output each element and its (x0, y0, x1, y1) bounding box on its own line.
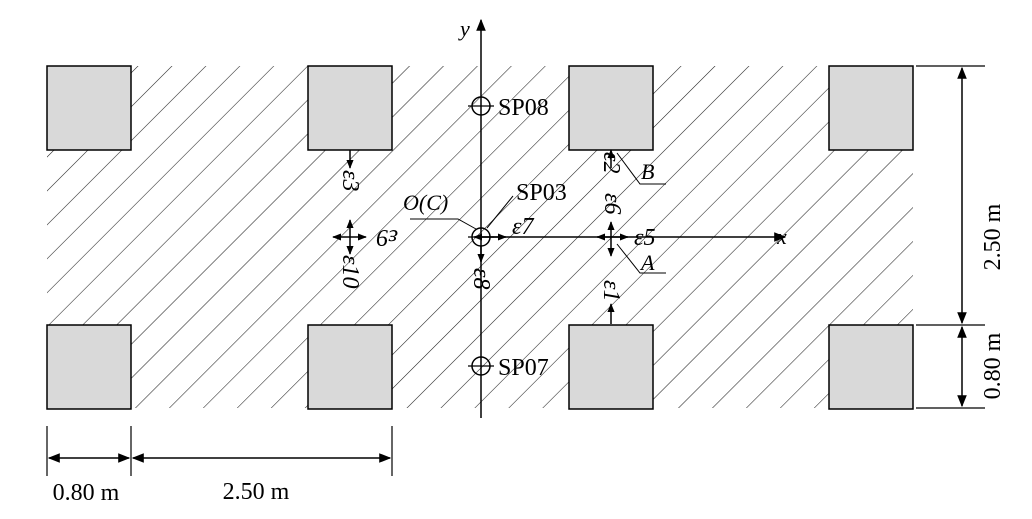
e6-label: ε6 (599, 193, 625, 214)
sp07-label: SP07 (498, 355, 549, 381)
e3-label: ε3 (337, 170, 363, 191)
sp03-leader (486, 195, 514, 229)
e1-label: ε1 (598, 280, 624, 301)
origin-label: O(C) (403, 190, 448, 215)
column-block (46, 65, 132, 151)
e10-label: ε10 (337, 255, 363, 288)
point-a-label: A (639, 250, 655, 275)
point-a-leader (616, 243, 666, 274)
dim-right-bottom-label: 0.80 m (980, 332, 1006, 399)
sp07-sensor-icon (468, 356, 494, 376)
column-block (828, 324, 914, 410)
dim-right-top-label: 2.50 m (980, 203, 1006, 270)
x-axis-label: x (776, 224, 787, 249)
column-block (307, 65, 393, 151)
e8-label: ε8 (468, 268, 494, 289)
sp08-sensor-icon (468, 96, 494, 116)
column-block (568, 324, 654, 410)
dim-bottom-right-label: 2.50 m (223, 479, 290, 505)
e5-label: ε5 (634, 225, 655, 251)
e2-label: ε2 (598, 152, 624, 173)
column-block (828, 65, 914, 151)
column-block (307, 324, 393, 410)
column-block (568, 65, 654, 151)
dim-bottom-left-label: 0.80 m (53, 480, 120, 506)
y-axis-label: y (458, 16, 470, 41)
point-b-label: B (641, 159, 654, 184)
point-b-leader (616, 152, 666, 185)
origin-leader (410, 218, 477, 230)
column-block (46, 324, 132, 410)
sp03-label: SP03 (516, 180, 567, 206)
e9-label: ε9 (377, 224, 398, 250)
e7-label: ε7 (512, 214, 534, 240)
sp08-label: SP08 (498, 95, 549, 121)
